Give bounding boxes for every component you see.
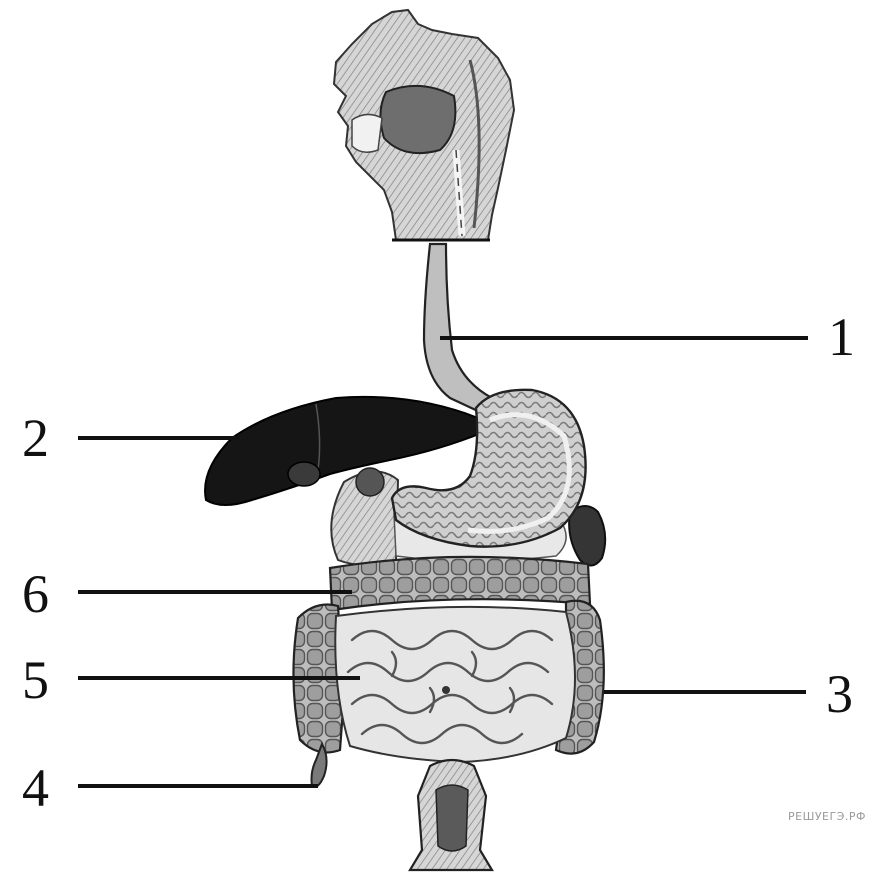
rectum — [410, 760, 492, 870]
transverse-colon — [330, 557, 590, 610]
esophagus — [424, 244, 492, 412]
label-5: 5 — [22, 650, 49, 710]
spleen — [569, 506, 605, 566]
small-intestine — [335, 607, 575, 762]
label-2: 2 — [22, 408, 49, 468]
duodenum — [331, 468, 398, 565]
head-section — [334, 10, 514, 240]
label-4: 4 — [22, 758, 49, 818]
label-6: 6 — [22, 564, 49, 624]
watermark: РЕШУЕГЭ.РФ — [788, 810, 866, 823]
label-1: 1 — [828, 307, 855, 367]
label-3: 3 — [826, 664, 853, 724]
